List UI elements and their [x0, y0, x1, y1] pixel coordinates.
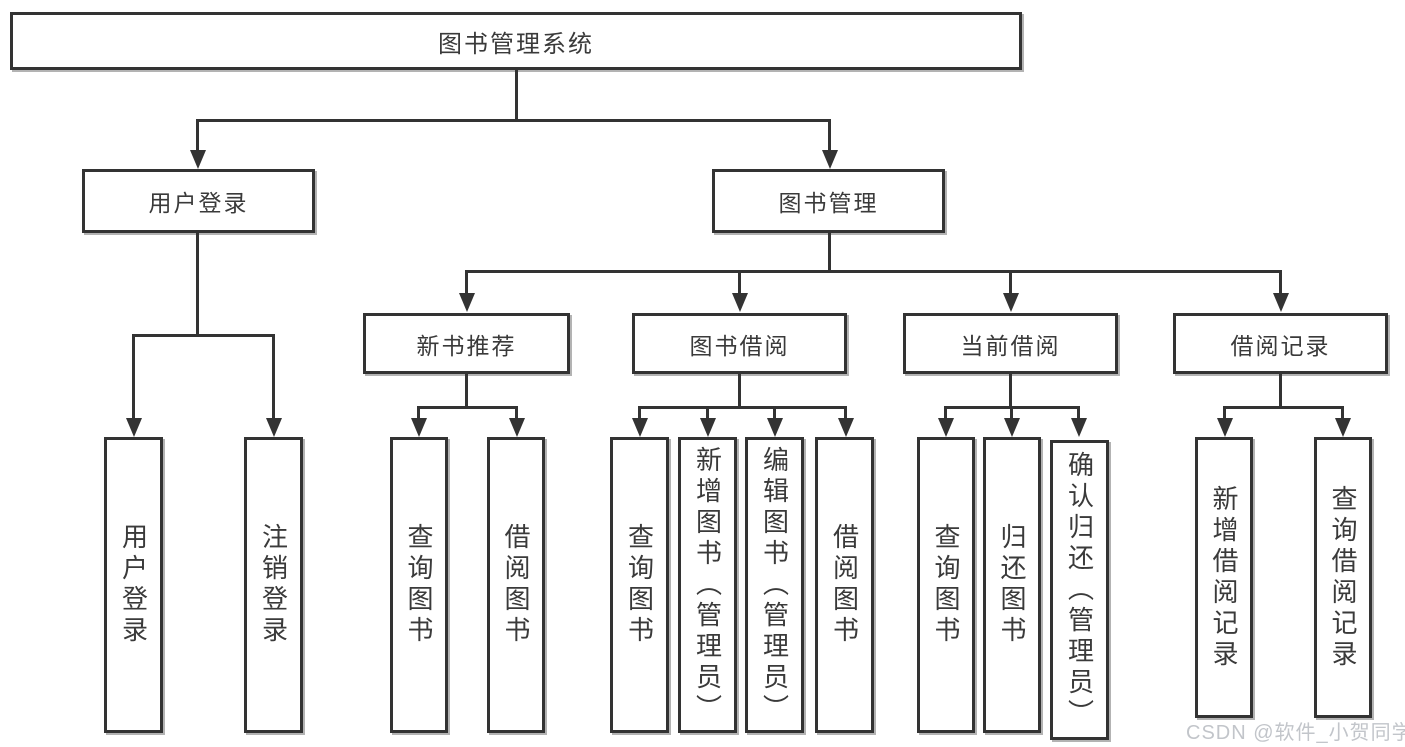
leaf-nb-borrow-books: 借阅图书 — [487, 437, 545, 733]
csdn-watermark: CSDN @软件_小贺同学 — [1186, 722, 1405, 744]
leaf-br-add-record: 新增借阅记录 — [1195, 437, 1253, 718]
arrowhead-br-add — [1217, 418, 1233, 437]
connector-drop-bb-borrow — [844, 406, 847, 422]
leaf-bb-borrow-books-label: 借阅图书 — [829, 523, 860, 647]
connector-book-borrow-bus — [638, 406, 846, 409]
arrowhead-book-borrow — [732, 293, 748, 312]
leaf-bb-borrow-books: 借阅图书 — [815, 437, 874, 733]
connector-new-book-bus — [417, 406, 518, 409]
node-current-borrowing-label: 当前借阅 — [960, 332, 1061, 359]
node-user-login-label: 用户登录 — [148, 190, 249, 216]
connector-root-stem — [515, 70, 518, 120]
connector-drop-book-borrow — [738, 270, 741, 295]
connector-drop-logout-leaf — [272, 334, 275, 420]
connector-drop-book-mgmt — [828, 119, 831, 152]
leaf-br-query-record: 查询借阅记录 — [1314, 437, 1372, 718]
arrowhead-borrow-record — [1273, 293, 1289, 312]
leaf-bb-query-books: 查询图书 — [610, 437, 669, 733]
node-library-system: 图书管理系统 — [10, 12, 1022, 70]
connector-drop-user-login — [196, 119, 199, 152]
leaf-bb-edit-books-admin-label: 编辑图书（管理员） — [759, 445, 790, 725]
leaf-cb-return-books: 归还图书 — [983, 437, 1041, 733]
connector-drop-bb-add — [706, 406, 709, 422]
connector-drop-cb-confirm — [1077, 406, 1080, 422]
leaf-br-query-record-label: 查询借阅记录 — [1328, 484, 1358, 671]
arrowhead-bb-borrow — [838, 418, 854, 437]
arrowhead-new-book — [459, 293, 475, 312]
node-book-borrowing-label: 图书借阅 — [689, 332, 790, 359]
leaf-cb-confirm-return-admin: 确认归还（管理员） — [1050, 440, 1109, 740]
arrowhead-login-leaf — [126, 418, 142, 437]
node-new-book-recommend-label: 新书推荐 — [416, 332, 517, 359]
leaf-bb-add-books-admin-label: 新增图书（管理员） — [692, 445, 723, 725]
connector-user-login-stem — [196, 233, 199, 337]
connector-drop-bb-edit — [773, 406, 776, 422]
connector-drop-nb-query — [417, 406, 420, 422]
connector-drop-borrow-record — [1279, 270, 1282, 295]
leaf-user-login-label: 用户登录 — [118, 523, 149, 647]
arrowhead-book-mgmt — [822, 150, 838, 169]
leaf-cb-query-books: 查询图书 — [917, 437, 975, 733]
leaf-logout-label: 注销登录 — [258, 523, 289, 647]
leaf-bb-query-books-label: 查询图书 — [624, 523, 655, 647]
connector-new-book-stem — [465, 374, 468, 409]
arrowhead-current-borrow — [1003, 293, 1019, 312]
leaf-nb-borrow-books-label: 借阅图书 — [501, 523, 531, 647]
leaf-logout: 注销登录 — [244, 437, 303, 733]
connector-drop-cb-return — [1010, 406, 1013, 422]
arrowhead-cb-confirm — [1071, 418, 1087, 437]
connector-borrow-record-bus — [1223, 406, 1344, 409]
connector-current-borrow-stem — [1009, 374, 1012, 409]
node-borrowing-records-label: 借阅记录 — [1230, 332, 1331, 359]
node-borrowing-records: 借阅记录 — [1173, 313, 1388, 374]
arrowhead-logout-leaf — [266, 418, 282, 437]
connector-drop-cb-query — [944, 406, 947, 422]
connector-book-mgmt-stem — [828, 233, 831, 273]
leaf-bb-edit-books-admin: 编辑图书（管理员） — [745, 437, 804, 733]
connector-drop-login-leaf — [132, 334, 135, 420]
node-book-management: 图书管理 — [712, 169, 945, 233]
node-new-book-recommend: 新书推荐 — [363, 313, 570, 374]
arrowhead-user-login — [190, 150, 206, 169]
arrowhead-nb-query — [411, 418, 427, 437]
arrowhead-br-query — [1335, 418, 1351, 437]
leaf-cb-return-books-label: 归还图书 — [997, 523, 1027, 647]
arrowhead-bb-edit — [767, 418, 783, 437]
node-book-borrowing: 图书借阅 — [632, 313, 847, 374]
arrowhead-cb-query — [938, 418, 954, 437]
node-current-borrowing: 当前借阅 — [903, 313, 1118, 374]
leaf-nb-query-books-label: 查询图书 — [404, 523, 434, 647]
arrowhead-cb-return — [1004, 418, 1020, 437]
connector-borrow-record-stem — [1279, 374, 1282, 409]
connector-drop-br-add — [1223, 406, 1226, 422]
arrowhead-bb-add — [700, 418, 716, 437]
leaf-nb-query-books: 查询图书 — [390, 437, 448, 733]
connector-drop-br-query — [1341, 406, 1344, 422]
connector-level1-bus — [196, 119, 831, 122]
connector-book-mgmt-bus — [465, 270, 1282, 273]
node-library-system-label: 图书管理系统 — [438, 30, 594, 58]
connector-user-login-bus — [132, 334, 275, 337]
leaf-cb-query-books-label: 查询图书 — [931, 523, 961, 647]
connector-book-borrow-stem — [738, 374, 741, 409]
arrowhead-bb-query — [632, 418, 648, 437]
connector-drop-nb-borrow — [515, 406, 518, 422]
leaf-user-login: 用户登录 — [104, 437, 163, 733]
connector-drop-bb-query — [638, 406, 641, 422]
arrowhead-nb-borrow — [509, 418, 525, 437]
leaf-br-add-record-label: 新增借阅记录 — [1209, 484, 1239, 671]
node-book-management-label: 图书管理 — [778, 190, 879, 216]
node-user-login: 用户登录 — [82, 169, 315, 233]
leaf-cb-confirm-return-admin-label: 确认归还（管理员） — [1064, 450, 1095, 730]
connector-drop-current-borrow — [1009, 270, 1012, 295]
connector-drop-new-book — [465, 270, 468, 295]
leaf-bb-add-books-admin: 新增图书（管理员） — [678, 437, 737, 733]
